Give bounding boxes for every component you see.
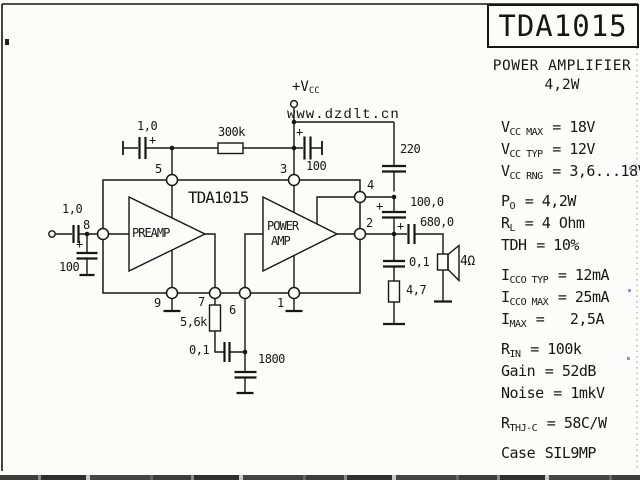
spec-vcc-rng: VCC RNG = 3,6...18V [501, 162, 640, 182]
speaker-impedance: 4Ω [460, 254, 475, 269]
panel-heading: POWER AMPLIFIER [492, 58, 632, 74]
terminal-ticks [122, 141, 323, 155]
preamp-label: PREAMP [132, 226, 170, 240]
scan-ink-blot [5, 39, 9, 45]
vcc-cap-polarity: + [296, 125, 304, 139]
pin-5-label: 5 [155, 162, 162, 176]
bootstrap-cap-polarity: + [376, 199, 384, 213]
pin-2-label: 2 [366, 216, 373, 230]
pin-4-circle [353, 190, 367, 204]
pin-3-label: 3 [280, 162, 287, 176]
spec-vcc-max: VCC MAX = 18V [501, 118, 595, 138]
ic-pin-circles [96, 173, 367, 300]
pin-2-circle [353, 227, 367, 241]
watermark: www.dzdlt.cn [287, 107, 400, 123]
spec-gain: Gain = 52dB [501, 362, 596, 380]
ground-symbols [79, 273, 452, 395]
scan-speck [627, 357, 630, 360]
capacitor-plates [72, 136, 416, 379]
input-shunt-cap-value: 100 [59, 260, 80, 274]
scan-speck [629, 167, 632, 170]
ic-name-label: TDA1015 [188, 188, 249, 207]
ripple-cap-value: 1,0 [137, 119, 158, 133]
junction-dots [84, 119, 397, 355]
poweramp-triangle [262, 195, 339, 273]
vcc-label: +VCC [292, 79, 320, 96]
zobel-cap-value: 0,1 [409, 255, 430, 269]
preamp-triangle [128, 195, 207, 273]
zobel-resistor-value: 4,7 [406, 283, 427, 297]
pin6-cap-value: 1800 [258, 352, 285, 366]
input-cap-polarity: + [76, 237, 84, 251]
spec-rl: RL = 4 Ohm [501, 214, 585, 234]
pin7-resistor-value: 5,6k [180, 315, 207, 329]
poweramp-label-line1: POWER [267, 219, 299, 233]
spec-noise: Noise = 1mkV [501, 384, 605, 402]
resistor-5_6k [208, 304, 222, 332]
vcc-label-sub: CC [308, 86, 320, 96]
vcc-terminal [289, 99, 299, 109]
pin-1-label: 1 [277, 296, 284, 310]
pin-3-circle [287, 173, 301, 187]
output-cap-polarity: + [397, 219, 405, 233]
part-number-title: TDA1015 [487, 4, 639, 48]
pin-7-circle [208, 286, 222, 300]
resistor-symbols [208, 142, 401, 332]
pin-4-label: 4 [367, 178, 374, 192]
pin-8-circle [96, 227, 110, 241]
bootstrap-top-cap-value: 220 [400, 142, 421, 156]
bootstrap-cap-value: 100,0 [410, 195, 444, 209]
pin-5-circle [165, 173, 179, 187]
vcc-label-main: +V [292, 79, 309, 95]
pin-9-label: 9 [154, 296, 161, 310]
spec-vcc-typ: VCC TYP = 12V [501, 140, 595, 160]
output-cap-value: 680,0 [420, 215, 454, 229]
pin-6-circle [238, 286, 252, 300]
spec-imax: IMAX = 2,5A [501, 310, 604, 330]
spec-po: PO = 4,2W [501, 192, 576, 212]
pin-1-circle [287, 286, 301, 300]
spec-rth: RTHJ-C = 58C/W [501, 414, 607, 434]
pin-9-circle [165, 286, 179, 300]
input-cap-value: 1,0 [62, 202, 83, 216]
spec-tdh: TDH = 10% [501, 236, 579, 254]
scan-artifact-strip [0, 475, 640, 480]
spec-list: VCC MAX = 18V VCC TYP = 12V VCC RNG = 3,… [501, 117, 640, 465]
spec-icco-max: ICCO MAX = 25mA [501, 288, 610, 308]
poweramp-label-line2: AMP [271, 234, 291, 248]
speaker-icon [436, 244, 460, 283]
panel-power-rating: 4,2W [544, 77, 580, 93]
vcc-cap-value: 100 [306, 159, 327, 173]
spec-rin: RIN = 100k [501, 340, 582, 360]
ic-internal-wires [108, 185, 355, 288]
ripple-cap-polarity: + [149, 133, 157, 147]
pin-6-label: 6 [229, 303, 236, 317]
pin-8-label: 8 [83, 218, 90, 232]
wires [55, 107, 444, 393]
pin7-cap-value: 0,1 [189, 343, 210, 357]
resistor-300k [217, 142, 244, 155]
input-terminal [48, 230, 56, 238]
scan-speck [628, 289, 631, 292]
resistor-4_7 [387, 280, 401, 303]
pin-7-label: 7 [198, 295, 205, 309]
spec-case: Case SIL9MP [501, 444, 596, 462]
feedback-resistor-value: 300k [218, 125, 245, 139]
spec-icco-typ: ICCO TYP = 12mA [501, 266, 610, 286]
